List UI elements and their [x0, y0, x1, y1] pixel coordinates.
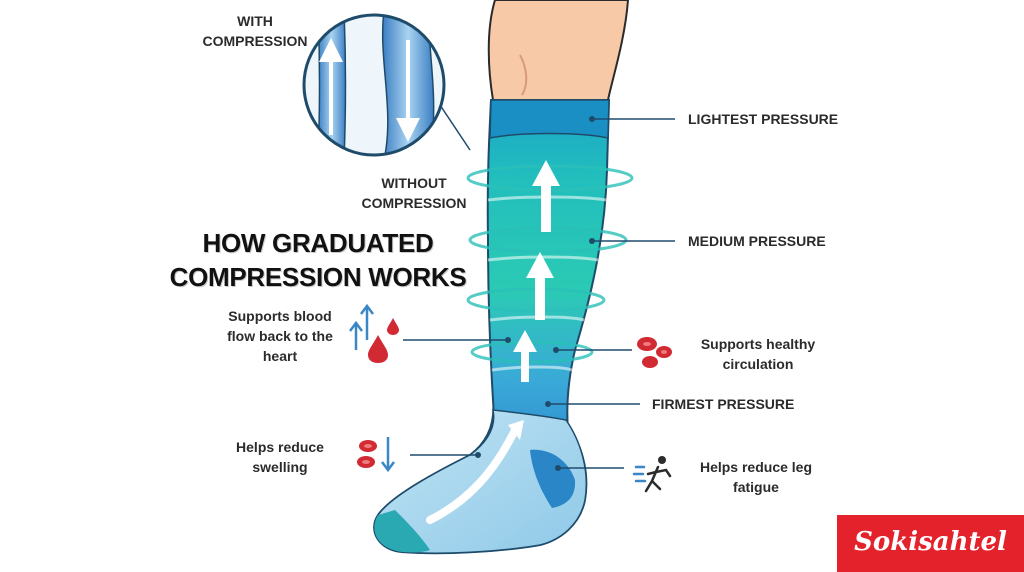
blood-cells-icon: [357, 440, 377, 468]
leg-skin: [487, 0, 630, 101]
vein-inset: [304, 15, 444, 155]
fatigue-benefit: Helps reduce leg fatigue: [699, 459, 813, 495]
page-title: HOW GRADUATED COMPRESSION WORKS: [169, 228, 467, 292]
arrow-up-icon: [349, 303, 374, 350]
flow-arrows: [513, 160, 560, 382]
sock-heel: [530, 449, 576, 508]
with-compression-label: WITH COMPRESSION: [202, 13, 308, 49]
lightest-pressure-label: LIGHTEST PRESSURE: [688, 111, 839, 127]
arrow-down-icon: [381, 437, 395, 473]
blood-cells-icon-circulation: [637, 337, 672, 368]
circulation-benefit: Supports healthy circulation: [700, 336, 816, 372]
blood-drop-icon: [368, 335, 388, 363]
running-person-icon: [632, 456, 672, 493]
blood-flow-benefit: Supports blood flow back to the heart: [227, 308, 333, 364]
sock-cuff: [489, 99, 610, 139]
sock-toe: [374, 510, 430, 553]
swelling-benefit: Helps reduce swelling: [236, 439, 324, 475]
brand-badge[interactable]: Sokisahtel: [837, 515, 1024, 572]
medium-pressure-label: MEDIUM PRESSURE: [688, 233, 826, 249]
firmest-pressure-label: FIRMEST PRESSURE: [652, 396, 795, 412]
leader-lines: [403, 118, 675, 469]
brand-logo-text: Sokisahtel: [854, 527, 1007, 557]
without-compression-label: WITHOUT COMPRESSION: [361, 175, 467, 211]
foot-flow-arrow: [426, 426, 519, 524]
